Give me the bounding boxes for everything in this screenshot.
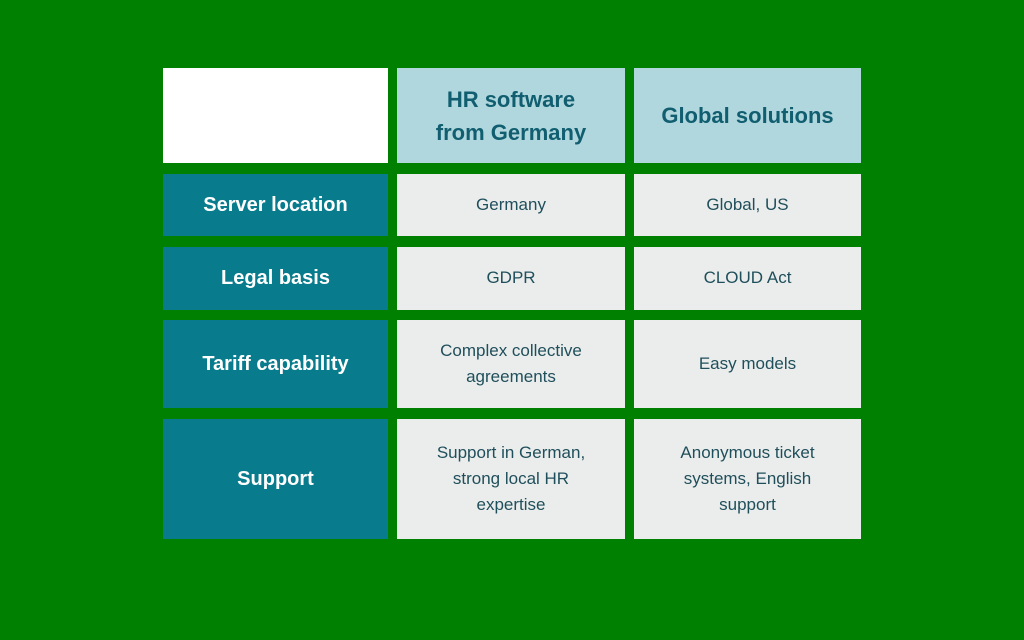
cell-text: GDPR xyxy=(486,268,536,287)
cell-legal-basis-cloud-act: CLOUD Act xyxy=(634,246,861,310)
cell-text: Support in German, strong local HR exper… xyxy=(436,443,586,514)
row-label-text: Server location xyxy=(203,193,348,216)
cell-support-german: Support in German, strong local HR exper… xyxy=(397,419,625,539)
cell-tariff-easy-models: Easy models xyxy=(634,320,861,409)
row-label-server-location: Server location xyxy=(163,173,388,236)
cell-server-location-germany: Germany xyxy=(397,173,625,236)
cell-text: Global, US xyxy=(706,194,789,214)
row-label-legal-basis: Legal basis xyxy=(163,246,388,310)
header-text-hr-software-germany: HR software from Germany xyxy=(435,86,587,145)
row-label-tariff-capability: Tariff capability xyxy=(163,320,388,409)
row-label-support: Support xyxy=(163,419,388,539)
comparison-table: HR software from Germany Global solution… xyxy=(163,68,861,539)
row-label-text: Tariff capability xyxy=(202,353,349,376)
cell-server-location-global: Global, US xyxy=(634,173,861,236)
header-cell-hr-software-germany: HR software from Germany xyxy=(397,68,625,163)
cell-text: Complex collective agreements xyxy=(440,341,582,387)
cell-legal-basis-gdpr: GDPR xyxy=(397,246,625,310)
cell-text: CLOUD Act xyxy=(703,268,792,287)
row-label-text: Support xyxy=(237,468,314,490)
cell-text: Easy models xyxy=(698,354,797,374)
row-label-text: Legal basis xyxy=(221,267,330,289)
cell-tariff-complex-agreements: Complex collective agreements xyxy=(397,320,625,409)
cell-support-anonymous-ticket: Anonymous ticket systems, English suppor… xyxy=(634,419,861,539)
header-text-global-solutions: Global solutions xyxy=(661,103,834,128)
header-cell-empty xyxy=(163,68,388,163)
cell-text: Germany xyxy=(476,194,546,214)
header-cell-global-solutions: Global solutions xyxy=(634,68,861,163)
cell-text: Anonymous ticket systems, English suppor… xyxy=(680,443,815,514)
